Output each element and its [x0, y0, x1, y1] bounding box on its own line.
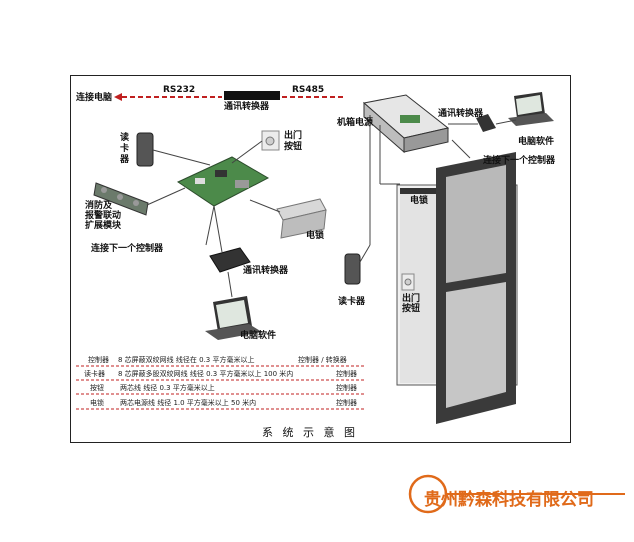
chassis-power-icon — [362, 94, 450, 154]
exit-button-label-1: 出门 — [284, 131, 303, 141]
exit-button-icon — [261, 130, 280, 151]
wiring-row-4-device: 电锁 — [90, 399, 104, 407]
laptop-icon — [205, 296, 262, 340]
card-reader-right-label: 读卡器 — [338, 297, 366, 307]
wiring-row-2-spec: 8 芯屏蔽多股双绞网线 线径 0.3 平方毫米以上 100 米内 — [118, 370, 294, 378]
converter-top-label: 通讯转换器 — [224, 102, 270, 112]
card-reader-icon — [136, 132, 154, 167]
exit-button-label-2: 按钮 — [284, 142, 303, 152]
wiring-row-3-target: 控制器 — [336, 384, 357, 392]
wiring-row-3-spec: 两芯线 线径 0.3 平方毫米以上 — [120, 384, 215, 392]
wiring-row-2-device: 读卡器 — [84, 370, 105, 378]
converter-device-icon — [209, 247, 251, 273]
next-controller-right-label: 连接下一个控制器 — [483, 156, 556, 166]
wiring-row-2-target: 控制器 — [336, 370, 357, 378]
electric-lock-right-icon — [400, 188, 440, 194]
rs485-label: RS485 — [292, 85, 325, 95]
wiring-row-1-device: 控制器 — [88, 356, 109, 364]
alarm-module-label-3: 扩展模块 — [85, 221, 122, 231]
converter-right-label: 通讯转换器 — [438, 109, 484, 119]
brand-logo-icon — [408, 474, 625, 514]
laptop-right-icon — [508, 92, 554, 126]
converter-bar — [224, 91, 280, 100]
wiring-row-3-device: 按钮 — [90, 384, 104, 392]
rs232-label: RS232 — [163, 85, 196, 95]
exit-button-right-icon — [401, 273, 415, 291]
card-reader-right-icon — [344, 253, 361, 285]
pc-software-label: 电脑软件 — [240, 331, 277, 341]
lock-label: 电锁 — [306, 231, 325, 241]
diagram-caption: 系 统 示 意 图 — [262, 426, 358, 439]
door-icon — [436, 152, 516, 424]
converter-right-icon — [476, 114, 496, 132]
connect-pc-label: 连接电脑 — [76, 93, 113, 103]
company-name: 贵州黔森科技有限公司 — [424, 490, 594, 510]
wiring-row-4-target: 控制器 — [336, 399, 357, 407]
wiring-table-lines — [76, 365, 364, 410]
wiring-row-4-spec: 两芯电源线 线径 1.0 平方毫米以上 50 米内 — [120, 399, 257, 407]
controller-board-icon — [176, 156, 270, 207]
pc-software-right-label: 电脑软件 — [518, 137, 555, 147]
alarm-module-icon — [93, 182, 149, 216]
chassis-power-label: 机箱电源 — [337, 118, 374, 128]
rs232-arrow-icon — [114, 93, 122, 101]
electric-lock-icon — [276, 198, 327, 239]
lock-right-label: 电锁 — [410, 196, 429, 206]
exit-button-right-label-2: 按钮 — [402, 304, 421, 314]
alarm-module-label-1: 消防及 — [85, 201, 113, 211]
wiring-row-1-spec: 8 芯屏蔽双绞网线 线径在 0.3 平方毫米以上 — [118, 356, 255, 364]
alarm-module-label-2: 报警联动 — [85, 211, 122, 221]
wiring-row-1-target: 控制器 / 转换器 — [298, 356, 347, 364]
next-controller-label: 连接下一个控制器 — [91, 244, 164, 254]
converter-label-2: 通讯转换器 — [243, 266, 289, 276]
card-reader-label: 读卡器 — [120, 133, 130, 165]
exit-button-right-label-1: 出门 — [402, 294, 421, 304]
